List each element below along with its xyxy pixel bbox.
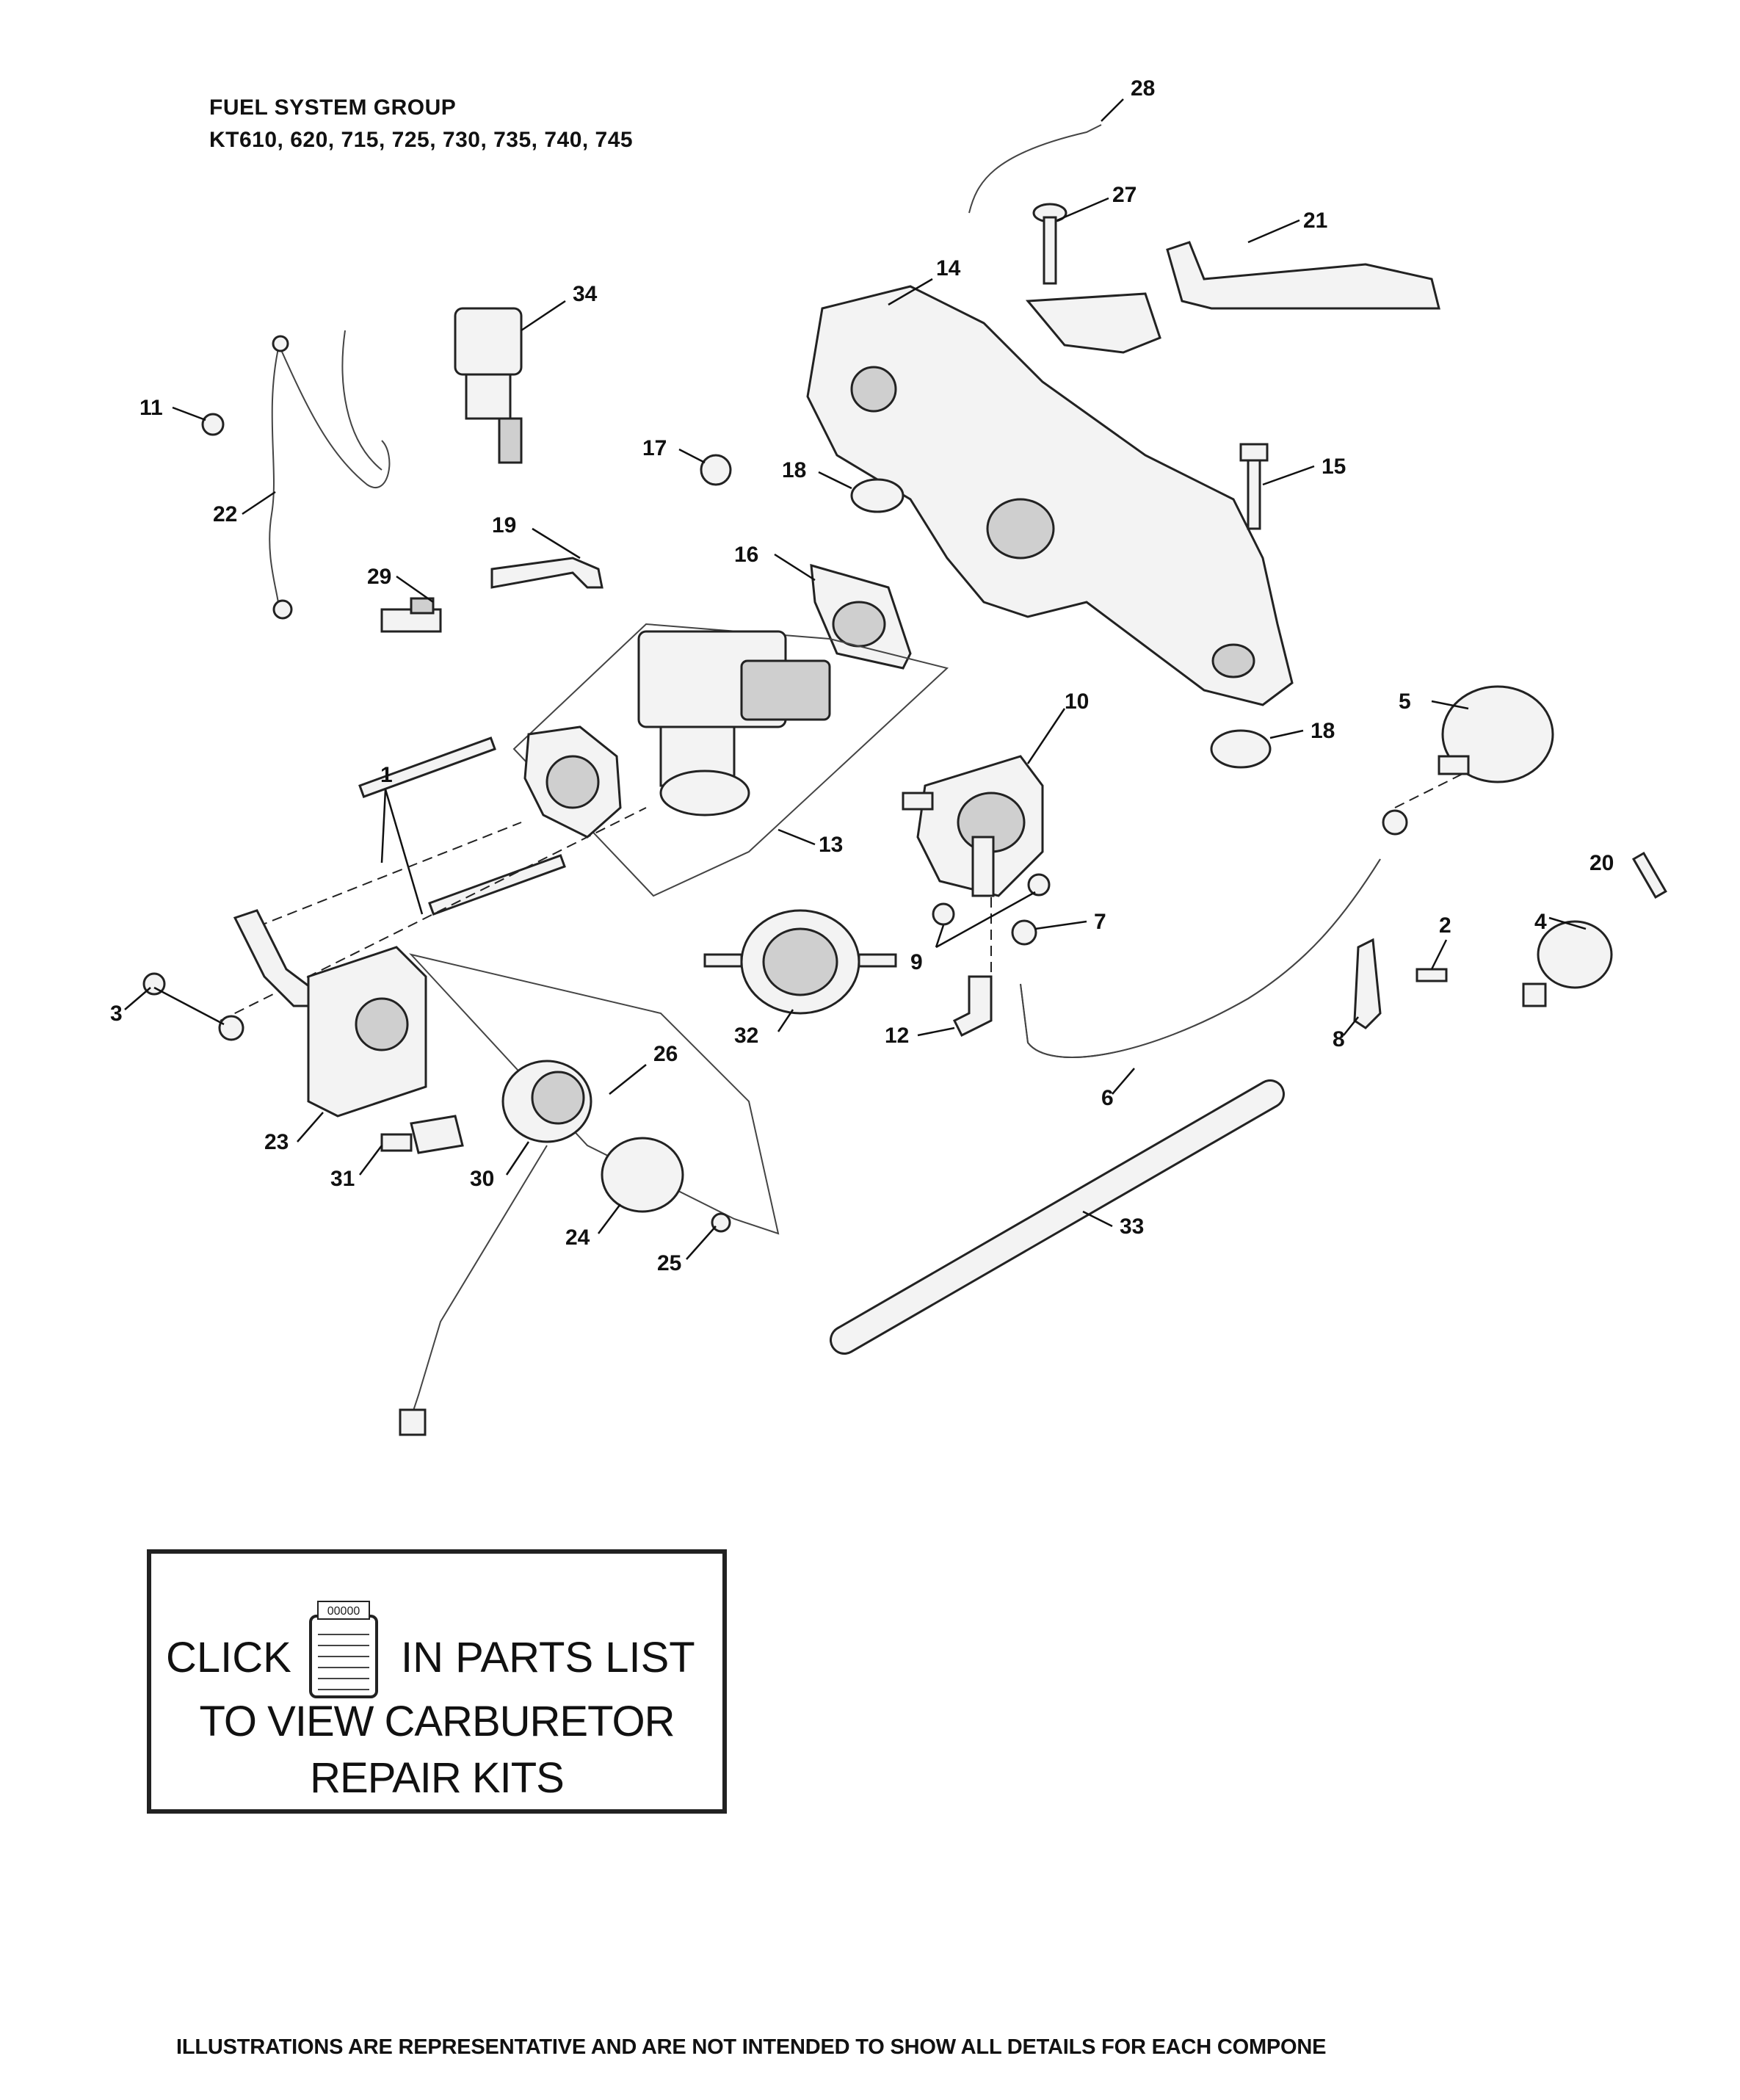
- part-20-clip: [1631, 851, 1667, 899]
- callout-25: 25: [657, 1251, 681, 1275]
- callout-18a: 18: [782, 458, 806, 482]
- callout-32: 32: [734, 1024, 758, 1048]
- part-28-line: [968, 124, 1102, 214]
- callout-13: 13: [819, 833, 843, 857]
- carburetor-kit-notice: CLICK 00000 IN PARTS LIST TO VIEW CARBUR…: [147, 1549, 727, 1814]
- part-12-elbow: [952, 975, 993, 1038]
- callout-29: 29: [367, 565, 391, 589]
- callout-20: 20: [1589, 851, 1614, 875]
- part-7-clamp: [1011, 919, 1037, 946]
- part-17-nut: [700, 454, 732, 486]
- callout-5: 5: [1399, 689, 1411, 714]
- part-34-solenoid: [454, 307, 523, 464]
- part-2-screw: [1415, 968, 1448, 982]
- title-line-1: FUEL SYSTEM GROUP: [209, 95, 457, 120]
- callout-6: 6: [1101, 1086, 1114, 1110]
- notice-line-2: TO VIEW CARBURETOR: [199, 1698, 675, 1745]
- callout-22: 22: [213, 502, 237, 526]
- callout-30: 30: [470, 1167, 494, 1191]
- notice-line-3: REPAIR KITS: [310, 1754, 565, 1802]
- part-18-oring-lower: [1210, 729, 1272, 769]
- part-22-harness: [269, 330, 391, 610]
- callout-14: 14: [936, 256, 961, 280]
- diagram-title: FUEL SYSTEM GROUP KT610, 620, 715, 725, …: [209, 92, 633, 156]
- part-18-oring-upper: [850, 478, 905, 513]
- part-10-pump: [902, 755, 1044, 897]
- footer-disclaimer: ILLUSTRATIONS ARE REPRESENTATIVE AND ARE…: [176, 2035, 1327, 2059]
- part-15-bolt: [1239, 443, 1269, 530]
- part-5-filter: [1438, 685, 1554, 783]
- callout-12: 12: [885, 1024, 909, 1048]
- callout-3: 3: [110, 1002, 123, 1026]
- part-30-housing: [501, 1060, 592, 1143]
- callout-21: 21: [1303, 209, 1327, 233]
- part-21-bracket: [1025, 292, 1161, 354]
- callout-26: 26: [653, 1042, 678, 1066]
- callout-9: 9: [910, 950, 923, 974]
- part-33-hose: [830, 1079, 1285, 1355]
- part-26-outline: [409, 953, 780, 1235]
- callout-15: 15: [1322, 455, 1346, 479]
- notepad-icon[interactable]: 00000: [307, 1598, 380, 1701]
- callout-17: 17: [642, 436, 667, 460]
- part-19-hose: [490, 557, 603, 589]
- callout-24: 24: [565, 1225, 590, 1250]
- part-29-fitting: [380, 597, 442, 633]
- part-13-outline: [512, 623, 949, 897]
- callout-1: 1: [380, 763, 393, 787]
- callout-28: 28: [1131, 76, 1155, 101]
- callout-2: 2: [1439, 913, 1451, 938]
- part-14-manifold: [806, 285, 1294, 706]
- part-25-screw: [711, 1212, 731, 1233]
- part-27-screw: [1032, 203, 1067, 285]
- callout-34: 34: [573, 282, 598, 306]
- callout-19: 19: [492, 513, 516, 537]
- callout-4: 4: [1534, 910, 1547, 934]
- part-1-studs: [358, 736, 566, 916]
- part-11-nut: [201, 413, 225, 436]
- notepad-header: 00000: [327, 1605, 360, 1618]
- part-32-fuel-pump: [703, 909, 897, 1015]
- callout-18b: 18: [1311, 719, 1335, 743]
- callout-11: 11: [139, 396, 163, 420]
- callout-7: 7: [1094, 910, 1106, 934]
- callout-16: 16: [734, 543, 758, 567]
- callout-10: 10: [1065, 689, 1089, 714]
- part-13-carburetor: [637, 630, 831, 817]
- callout-27: 27: [1112, 183, 1137, 207]
- title-line-2: KT610, 620, 715, 725, 730, 735, 740, 745: [209, 128, 634, 152]
- part-24-gasket: [601, 1137, 684, 1213]
- part-6-hose: [1020, 858, 1381, 1058]
- callout-33: 33: [1120, 1214, 1144, 1239]
- notice-click-label: CLICK: [166, 1634, 291, 1681]
- notice-parts-list-label: IN PARTS LIST: [401, 1634, 695, 1681]
- callout-31: 31: [330, 1167, 355, 1191]
- part-8-bracket: [1353, 938, 1382, 1029]
- part-31-fitting: [380, 1133, 413, 1152]
- callout-8: 8: [1333, 1027, 1345, 1051]
- part-21-lever: [1166, 241, 1440, 310]
- callout-23: 23: [264, 1130, 289, 1154]
- part-4-inline-filter: [1522, 920, 1613, 1007]
